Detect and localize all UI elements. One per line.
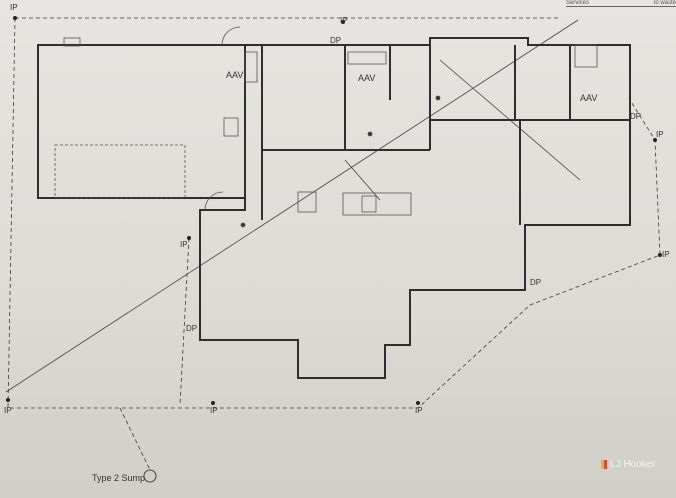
dp-label: DP <box>530 278 542 287</box>
dp-label: DP <box>330 36 342 45</box>
header-note-right: To waste <box>652 0 676 6</box>
logo-bar-icon <box>604 460 607 469</box>
aav-label: AAV <box>358 73 376 83</box>
header-note: Services To waste <box>566 0 676 7</box>
stormwater-lines <box>7 17 661 471</box>
dp-label: DP <box>186 324 198 333</box>
ip-label: IP <box>4 406 12 415</box>
ip-label: IP <box>210 406 218 415</box>
ip-label: IP <box>656 130 664 139</box>
ip-label: IP <box>415 406 423 415</box>
header-note-left: Services <box>566 0 590 6</box>
aav-label: AAV <box>580 93 598 103</box>
fixtures <box>54 26 598 228</box>
diagonal-lines <box>5 19 581 393</box>
walls <box>37 37 631 379</box>
sump-symbol <box>143 469 157 483</box>
sump-label: Type 2 Sump <box>92 473 146 483</box>
ip-label: IP <box>10 3 18 12</box>
ip-label: IP <box>340 16 348 25</box>
ip-label: IP <box>662 250 670 259</box>
aav-label: AAV <box>226 70 244 80</box>
dp-label: DP <box>630 112 642 121</box>
ip-label: IP <box>180 240 188 249</box>
logo-bar-icon <box>601 460 604 469</box>
watermark-text: LJ Hooker <box>610 459 656 470</box>
pit-markers <box>6 16 662 405</box>
lj-hooker-watermark: LJ Hooker <box>601 459 656 470</box>
